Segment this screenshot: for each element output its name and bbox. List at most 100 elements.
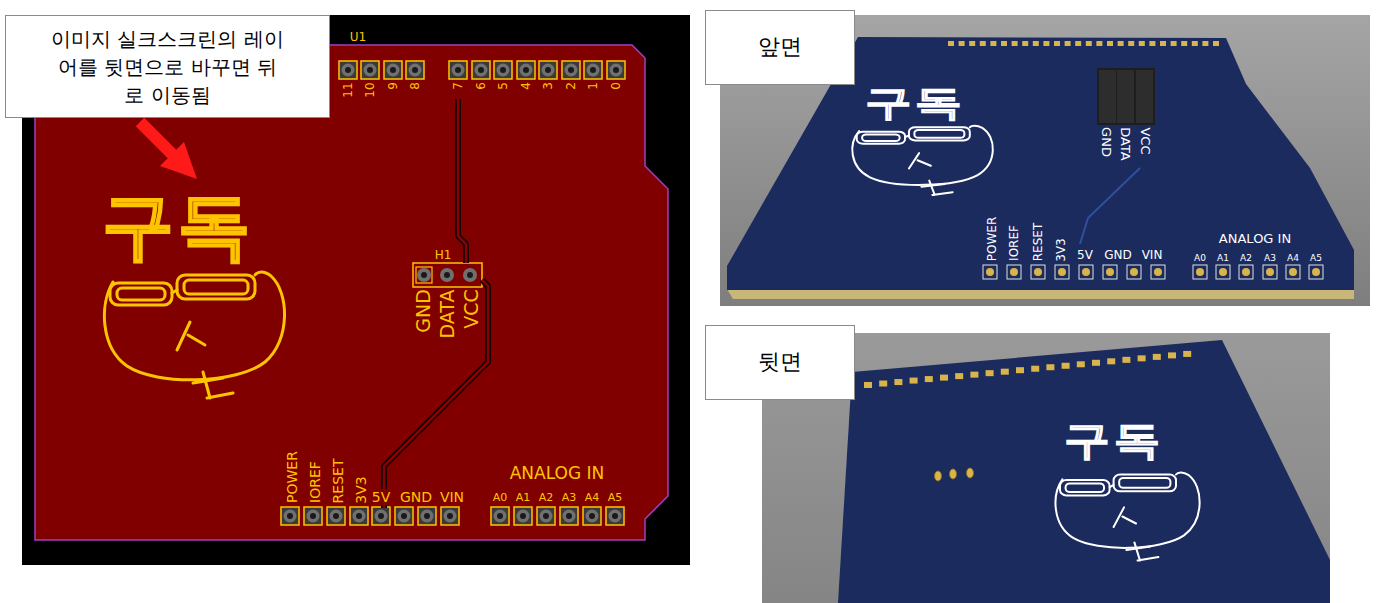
pad-hole bbox=[287, 513, 293, 519]
pin-label: 7 bbox=[452, 82, 464, 90]
pad bbox=[970, 372, 978, 378]
pin-label: VCC bbox=[462, 289, 481, 329]
pad bbox=[1128, 41, 1134, 46]
pad bbox=[1075, 41, 1081, 46]
header-outline bbox=[413, 263, 482, 287]
header-pads bbox=[416, 267, 477, 283]
pin-label: 10 bbox=[364, 82, 376, 97]
pad-ring bbox=[517, 510, 530, 523]
pad-ring bbox=[1130, 268, 1138, 276]
pin-label: DATA bbox=[438, 289, 457, 338]
pad bbox=[562, 61, 580, 79]
pad-ring bbox=[1266, 268, 1274, 276]
pad-hole bbox=[390, 67, 396, 73]
pin-label: IOREF bbox=[308, 461, 322, 503]
pad bbox=[1202, 41, 1208, 46]
pad bbox=[959, 41, 965, 46]
pin-label: 5V bbox=[1077, 249, 1093, 261]
pad bbox=[1153, 354, 1161, 360]
pin-label: A3 bbox=[562, 492, 577, 503]
node-text: 이미지 실크스크린의 레이어를 뒷면으로 바꾸면 뒤로 이동됨 bbox=[50, 25, 286, 109]
pad bbox=[1151, 265, 1165, 279]
pin-label: A0 bbox=[1194, 254, 1206, 263]
pad-hole bbox=[589, 513, 595, 519]
board-edge bbox=[727, 289, 1354, 299]
pad bbox=[1171, 41, 1177, 46]
pad-ring bbox=[353, 510, 366, 523]
pad-ring bbox=[1219, 268, 1227, 276]
pin-label: VIN bbox=[1142, 249, 1163, 261]
pad bbox=[449, 61, 467, 79]
pin-label: 6 bbox=[475, 82, 487, 90]
callout-arrow bbox=[140, 122, 197, 179]
pad-ring bbox=[444, 510, 457, 523]
pad bbox=[1054, 41, 1060, 46]
pad bbox=[361, 61, 379, 79]
pad-ring bbox=[342, 64, 355, 77]
pad-hole bbox=[467, 272, 473, 278]
pad bbox=[1033, 41, 1039, 46]
pad-ring bbox=[586, 510, 599, 523]
pad-hole bbox=[543, 513, 549, 519]
pad bbox=[1286, 265, 1300, 279]
pad-hole bbox=[500, 67, 506, 73]
pad bbox=[384, 61, 402, 79]
pin-label: 5 bbox=[497, 82, 509, 90]
pin-label: A1 bbox=[516, 492, 531, 503]
pad-ring bbox=[497, 64, 510, 77]
pad bbox=[1127, 265, 1141, 279]
pad bbox=[1043, 41, 1049, 46]
pad bbox=[1192, 41, 1198, 46]
pad bbox=[1096, 41, 1102, 46]
pad-ring bbox=[417, 268, 431, 282]
pad-ring bbox=[1242, 268, 1250, 276]
pad-hole bbox=[310, 513, 316, 519]
pad bbox=[1001, 41, 1007, 46]
pad bbox=[1022, 41, 1028, 46]
pad bbox=[1118, 41, 1124, 46]
pad bbox=[1055, 265, 1069, 279]
pad bbox=[940, 375, 948, 381]
pad-hole bbox=[566, 513, 572, 519]
pad-hole bbox=[378, 513, 384, 519]
pad bbox=[1138, 355, 1146, 361]
pad-hole bbox=[356, 513, 362, 519]
pin-label: U1 bbox=[350, 31, 366, 43]
pad-hole bbox=[447, 513, 453, 519]
pad bbox=[1001, 369, 1009, 375]
pin-label: A1 bbox=[1217, 254, 1229, 263]
pad-ring bbox=[520, 64, 533, 77]
pin-label: A5 bbox=[1310, 254, 1322, 263]
pad bbox=[339, 61, 357, 79]
pad bbox=[1107, 358, 1115, 364]
pad-hole bbox=[520, 513, 526, 519]
pin-label: 9 bbox=[387, 82, 399, 90]
pad bbox=[910, 378, 918, 384]
pad bbox=[1263, 265, 1277, 279]
pad bbox=[990, 41, 996, 46]
pad bbox=[1012, 41, 1018, 46]
pad bbox=[539, 61, 557, 79]
view-label-box: 뒷면 bbox=[705, 325, 855, 400]
pad-ring bbox=[409, 64, 422, 77]
pad bbox=[1309, 265, 1323, 279]
pad bbox=[1031, 265, 1045, 279]
pad-hole bbox=[412, 67, 418, 73]
pad bbox=[494, 61, 512, 79]
pad-ring bbox=[1082, 268, 1090, 276]
pin-label: DATA bbox=[1119, 127, 1132, 161]
pad-ring bbox=[1106, 268, 1114, 276]
pad bbox=[1031, 366, 1039, 372]
copper-trace bbox=[1080, 168, 1140, 244]
callout-box: 이미지 실크스크린의 레이어를 뒷면으로 바꾸면 뒤로 이동됨 bbox=[5, 15, 330, 118]
pad-ring bbox=[375, 510, 388, 523]
pin-label: POWER bbox=[285, 451, 299, 503]
handwritten-text: 구독 bbox=[1064, 420, 1164, 459]
pin-label: 2 bbox=[565, 82, 577, 90]
pad-ring bbox=[986, 268, 994, 276]
pad-ring bbox=[1010, 268, 1018, 276]
pin-label: VCC bbox=[1139, 127, 1152, 154]
pcb-board bbox=[35, 45, 668, 540]
pad bbox=[1139, 41, 1145, 46]
pad bbox=[472, 61, 490, 79]
